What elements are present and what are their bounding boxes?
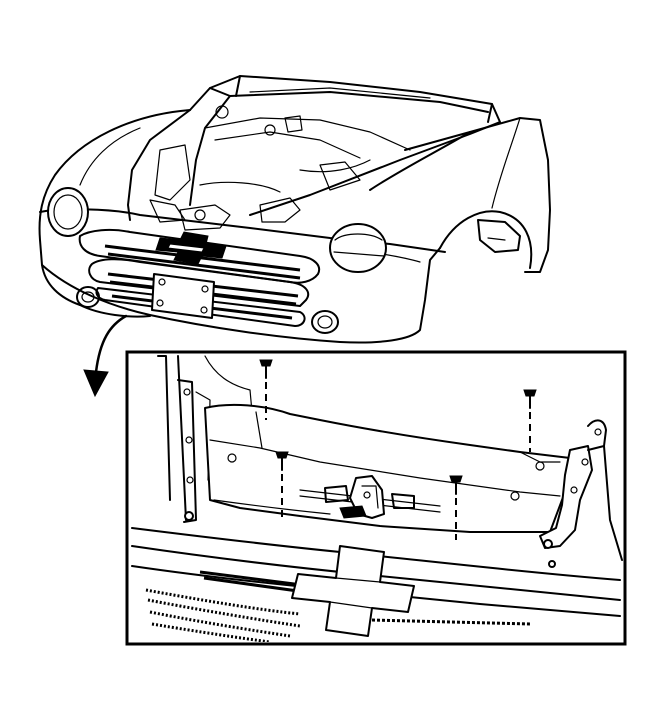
front-fender-left <box>38 109 191 306</box>
hood-latch <box>299 475 441 519</box>
side-bracket-left <box>157 355 253 523</box>
headlamp-right <box>329 223 387 273</box>
fog-lamp-left <box>76 286 100 308</box>
radiator-support-cover <box>204 403 571 533</box>
bolt <box>523 389 537 452</box>
detail-view <box>125 350 627 646</box>
bowtie-emblem-detail <box>291 545 415 637</box>
vehicle-front-end <box>38 75 551 344</box>
headlamp-left <box>47 187 89 237</box>
engine-bay <box>149 87 411 231</box>
grille <box>78 228 320 327</box>
windshield-frame <box>209 75 501 216</box>
front-fender-right <box>369 117 551 273</box>
fog-lamp-right <box>311 310 339 334</box>
bolt <box>275 451 289 518</box>
side-bracket-right <box>539 419 623 568</box>
bolt <box>449 475 463 540</box>
license-plate-bracket <box>151 273 215 319</box>
leader-arrow <box>83 314 128 398</box>
bolt <box>259 359 273 420</box>
